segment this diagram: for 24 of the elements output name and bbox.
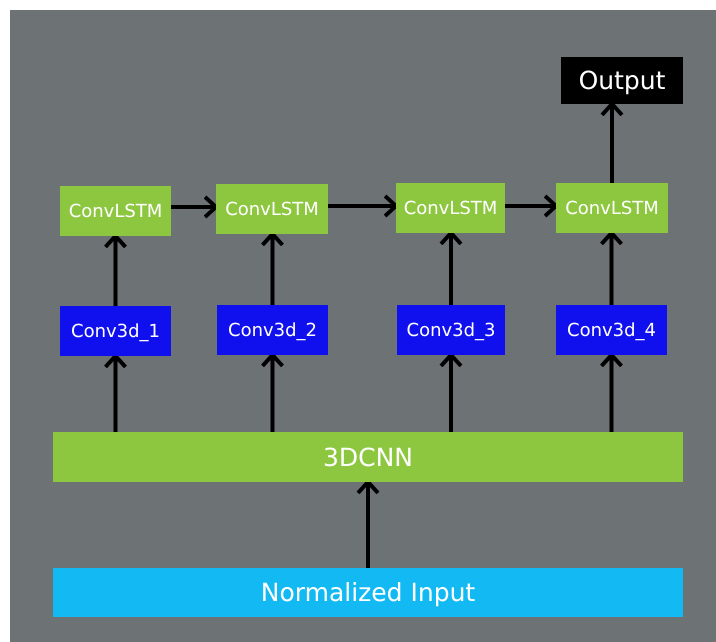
arrow	[328, 194, 398, 218]
layer-bar: 3DCNN	[53, 432, 683, 482]
arrow	[505, 194, 558, 218]
arrow	[356, 480, 380, 568]
layer-box: ConvLSTM	[556, 183, 668, 233]
arrow	[260, 232, 284, 305]
layer-box: Conv3d_1	[60, 306, 171, 356]
layer-box: Conv3d_4	[556, 305, 667, 355]
arrow	[260, 353, 284, 432]
input-bar: Normalized Input	[53, 568, 683, 617]
arrow	[600, 353, 624, 432]
layer-box: Conv3d_2	[217, 305, 328, 355]
arrow	[171, 195, 218, 219]
layer-box: ConvLSTM	[396, 183, 505, 233]
layer-box: Conv3d_3	[397, 305, 505, 355]
arrow	[600, 102, 624, 183]
arrow	[439, 231, 463, 305]
output-box: Output	[561, 57, 683, 104]
arrow	[600, 231, 624, 305]
layer-box: ConvLSTM	[216, 184, 328, 234]
arrow	[439, 353, 463, 432]
arrow	[104, 234, 128, 306]
layer-box: ConvLSTM	[60, 186, 171, 236]
arrow	[104, 354, 128, 432]
